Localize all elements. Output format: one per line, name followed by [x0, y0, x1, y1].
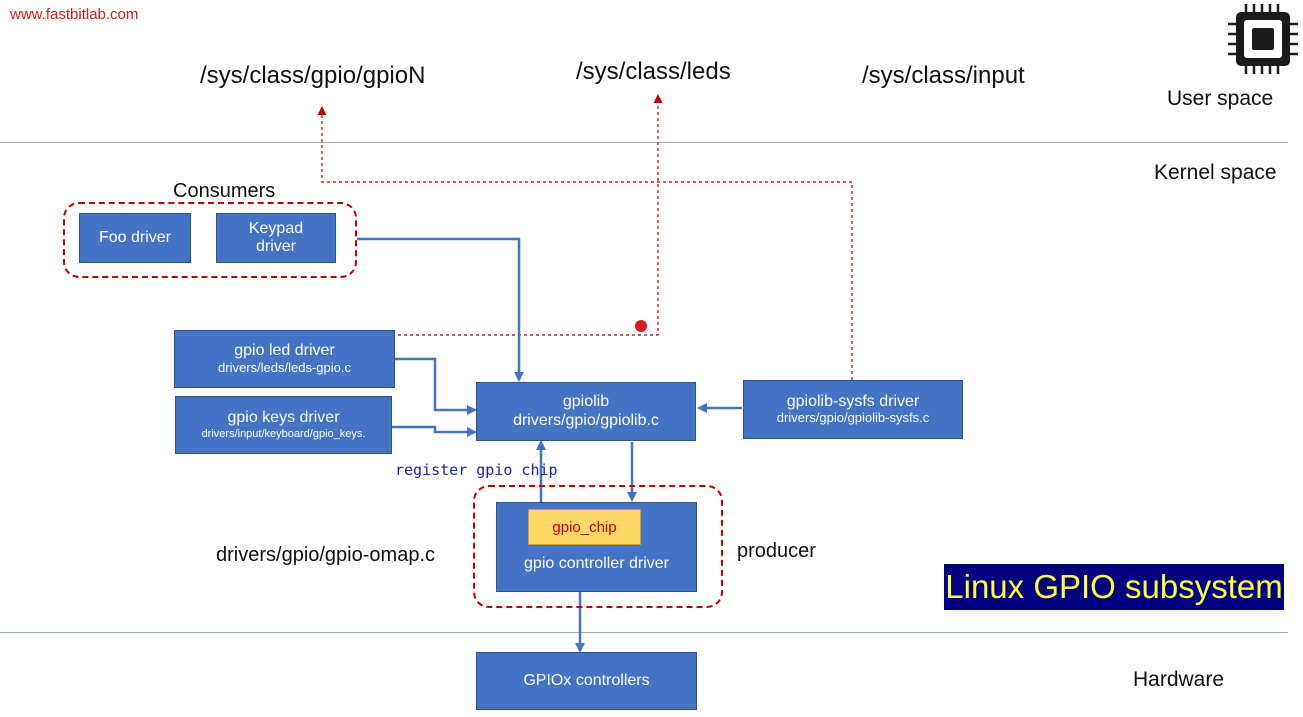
gpiolib-name: gpiolib [562, 393, 610, 411]
gpiox-controllers-box: GPIOx controllers [476, 652, 697, 710]
kernel-hardware-divider [0, 632, 1288, 633]
sysfs-gpio-path: /sys/class/gpio/gpioN [200, 62, 426, 89]
user-kernel-divider [0, 142, 1288, 143]
consumers-label: Consumers [173, 180, 276, 202]
sysfs-input-path: /sys/class/input [862, 62, 1025, 89]
gpio-keys-driver-file: drivers/input/keyboard/gpio_keys. [201, 427, 366, 440]
gpio-keys-driver-box: gpio keys driver drivers/input/keyboard/… [175, 396, 392, 454]
sysfs-leds-path: /sys/class/leds [576, 58, 731, 85]
gpio-chip-box: gpio_chip [528, 509, 641, 545]
consumers-to-gpiolib [357, 237, 524, 382]
producer-group [473, 485, 723, 608]
foo-driver-label: Foo driver [98, 228, 172, 246]
register-gpio-chip-label: register gpio chip [395, 461, 558, 479]
hardware-label: Hardware [1133, 668, 1225, 691]
sysfs-leds-link [398, 94, 663, 336]
producer-label: producer [737, 540, 816, 562]
red-dot-marker [635, 320, 647, 332]
gpio-controller-driver-label: gpio controller driver [524, 554, 669, 572]
gpiox-controllers-label: GPIOx controllers [523, 671, 650, 689]
chip-icon [1226, 4, 1300, 74]
gpio-led-driver-file: drivers/leds/leds-gpio.c [218, 359, 351, 375]
gpiolib-sysfs-driver-file: drivers/gpio/gpiolib-sysfs.c [776, 410, 930, 426]
keypad-driver-label-line1: Keypad [248, 219, 304, 237]
consumers-group [63, 202, 357, 278]
gpiolib-sysfs-driver-box: gpiolib-sysfs driver drivers/gpio/gpioli… [743, 380, 963, 439]
gpio-omap-file-label: drivers/gpio/gpio-omap.c [216, 544, 435, 566]
foo-driver-box: Foo driver [79, 213, 191, 263]
keypad-driver-label-line2: driver [255, 238, 296, 255]
gpio-led-driver-box: gpio led driver drivers/leds/leds-gpio.c [174, 330, 395, 388]
keypad-driver-box: Keypad driver [216, 213, 336, 263]
gpiolib-file: drivers/gpio/gpiolib.c [513, 411, 659, 429]
user-space-label: User space [1167, 87, 1274, 110]
keys-driver-to-gpiolib [392, 425, 477, 437]
gpiolib-sysfs-driver-name: gpiolib-sysfs driver [786, 392, 920, 410]
gpio-keys-driver-name: gpio keys driver [227, 409, 340, 427]
led-driver-to-gpiolib [395, 357, 477, 415]
watermark: www.fastbitlab.com [10, 6, 139, 23]
gpio-led-driver-name: gpio led driver [234, 342, 335, 360]
sysfs-gpio-link [317, 106, 853, 380]
gpiolib-box: gpiolib drivers/gpio/gpiolib.c [476, 382, 696, 441]
kernel-space-label: Kernel space [1154, 161, 1277, 184]
slide-title: Linux GPIO subsystem [944, 564, 1284, 610]
